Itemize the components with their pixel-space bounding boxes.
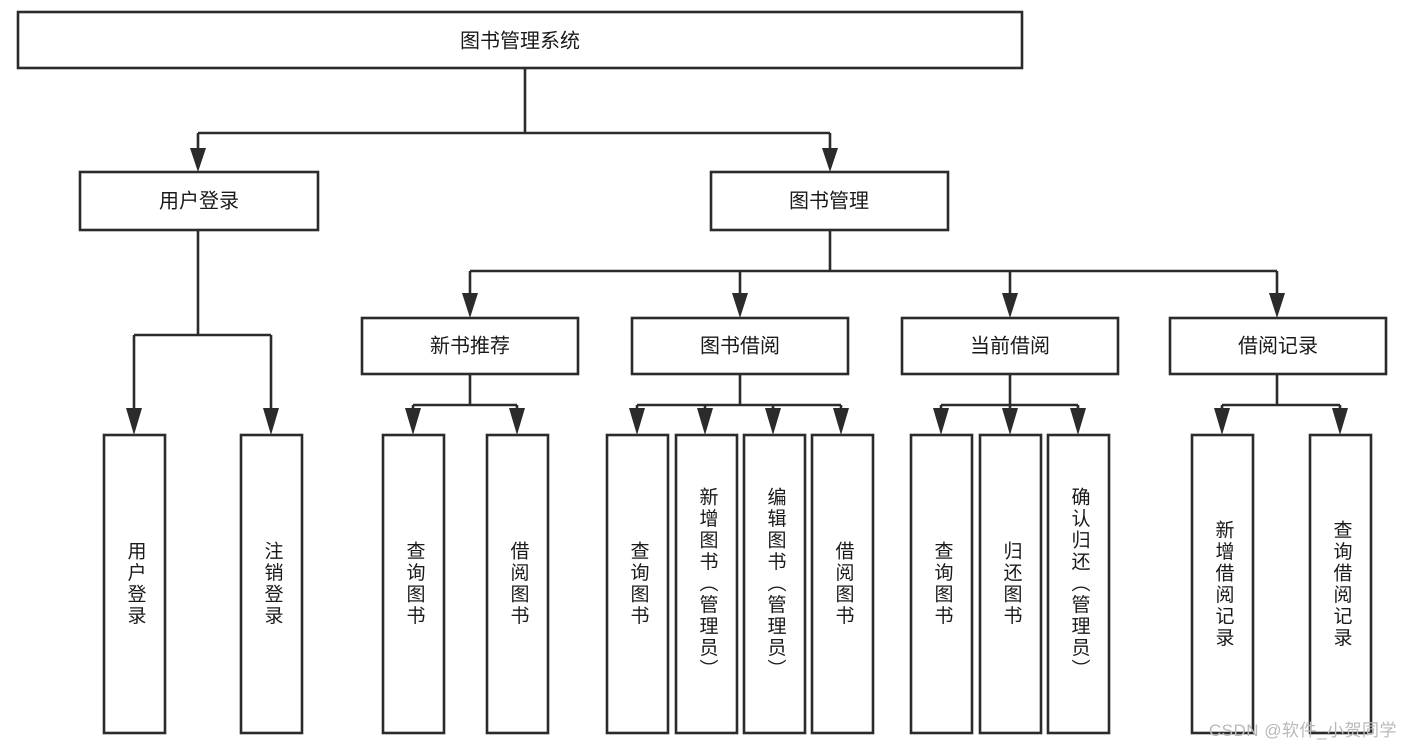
- arrow-leaf-bookborrow-3: [833, 408, 849, 435]
- arrow-to-user-login: [190, 148, 206, 172]
- leaf-box-borrowrecord-0[interactable]: [1190, 433, 1255, 735]
- leaf-box-currentborrow-1[interactable]: [978, 433, 1043, 735]
- node-label-root: 图书管理系统: [460, 29, 580, 52]
- leaf-box-user-login-1[interactable]: [239, 433, 304, 735]
- leaf-box-newbook-1[interactable]: [485, 433, 550, 735]
- leaf-box-bookborrow-0[interactable]: [605, 433, 670, 735]
- leaf-box-bookborrow-3[interactable]: [810, 433, 875, 735]
- arrow-leaf-user-login-1: [263, 408, 279, 435]
- node-box-book-borrow[interactable]: [630, 316, 850, 376]
- leaf-box-currentborrow-0[interactable]: [909, 433, 974, 735]
- node-label-book-mgmt: 图书管理: [789, 189, 869, 212]
- node-label-book-borrow: 图书借阅: [700, 334, 780, 357]
- leaf-box-bookborrow-2[interactable]: [742, 433, 807, 735]
- csdn-watermark: CSDN @软件_小贺同学: [1208, 721, 1397, 740]
- node-label-user-login: 用户登录: [159, 189, 239, 212]
- arrow-leaf-bookborrow-0: [629, 408, 645, 435]
- arrow-leaf-bookborrow-2: [765, 408, 781, 435]
- arrow-leaf-newbook-0: [405, 408, 421, 435]
- node-label-new-book-recommend: 新书推荐: [430, 334, 510, 357]
- node-box-current-borrow[interactable]: [900, 316, 1120, 376]
- arrow-to-new-book: [462, 293, 478, 318]
- leaf-box-bookborrow-1[interactable]: [674, 433, 739, 735]
- node-box-root[interactable]: [16, 10, 1024, 70]
- arrow-leaf-user-login-0: [126, 408, 142, 435]
- edge-layer: [126, 68, 1348, 435]
- node-box-user-login[interactable]: [78, 170, 320, 232]
- arrow-to-book-borrow: [732, 293, 748, 318]
- arrow-to-current-borrow: [1002, 293, 1018, 318]
- arrow-to-borrow-record: [1269, 293, 1285, 318]
- node-box-book-mgmt[interactable]: [709, 170, 950, 232]
- arrow-leaf-borrowrecord-0: [1214, 408, 1230, 435]
- arrow-to-book-mgmt: [822, 148, 838, 172]
- node-label-current-borrow: 当前借阅: [970, 334, 1050, 357]
- leaf-box-user-login-0[interactable]: [102, 433, 167, 735]
- arrow-leaf-currentborrow-1: [1002, 408, 1018, 435]
- arrow-leaf-newbook-1: [509, 408, 525, 435]
- leaf-box-newbook-0[interactable]: [381, 433, 446, 735]
- arrow-leaf-currentborrow-0: [933, 408, 949, 435]
- node-label-borrow-record: 借阅记录: [1238, 334, 1318, 357]
- leaf-box-currentborrow-2[interactable]: [1046, 433, 1111, 735]
- node-layer: 图书管理系统 用户登录 图书管理 新书推荐 图书借阅 当前借阅 借阅记录: [16, 10, 1388, 735]
- node-box-borrow-record[interactable]: [1168, 316, 1388, 376]
- arrow-leaf-borrowrecord-1: [1332, 408, 1348, 435]
- leaf-box-borrowrecord-1[interactable]: [1308, 433, 1373, 735]
- node-box-new-book-recommend[interactable]: [360, 316, 580, 376]
- arrow-leaf-bookborrow-1: [697, 408, 713, 435]
- arrow-leaf-currentborrow-2: [1070, 408, 1086, 435]
